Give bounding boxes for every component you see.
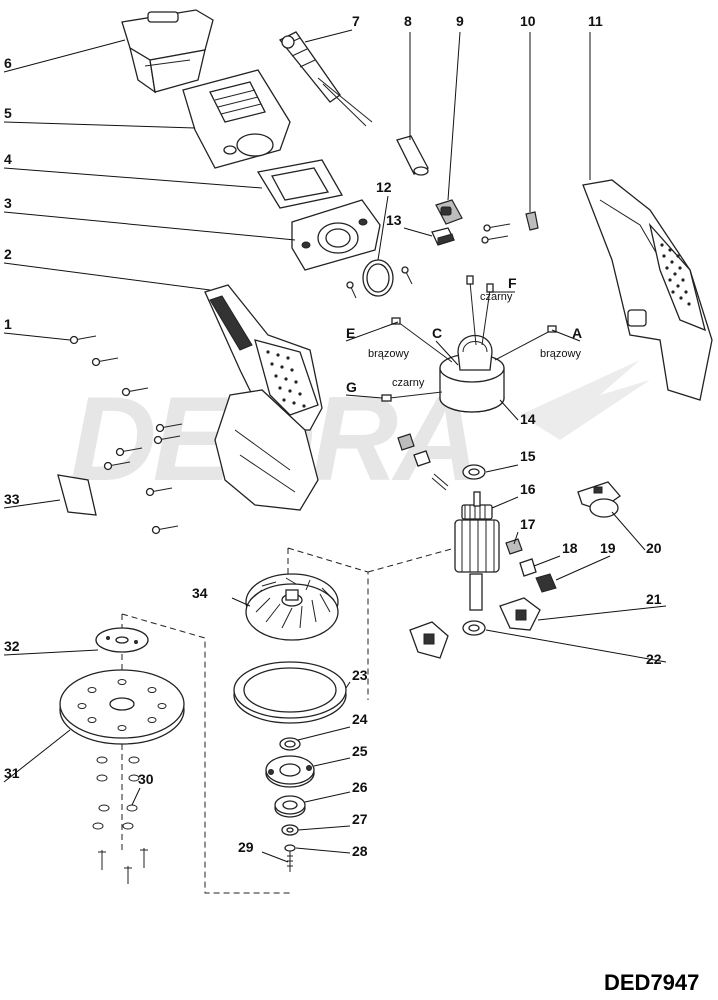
part-23-ring: [233, 661, 347, 724]
callout-10: 10: [520, 13, 536, 29]
part-32-pad-interface: [95, 627, 149, 653]
part-2-main-housing: [204, 284, 323, 511]
callout-18: 18: [562, 540, 578, 556]
wire-a-letter: A: [572, 325, 582, 341]
stator-wires: [381, 275, 557, 402]
leader-lines: [3, 29, 667, 863]
wire-e-letter: E: [346, 325, 355, 341]
callout-34: 34: [192, 585, 208, 601]
part-18-brush-cap: [519, 558, 537, 577]
part-24-washer: [279, 737, 301, 751]
assembly-guides: [121, 547, 456, 894]
callout-20: 20: [646, 540, 662, 556]
callout-6: 6: [4, 55, 12, 71]
part-11-handle-half: [582, 179, 713, 401]
callout-31: 31: [4, 765, 20, 781]
part-5-filter-housing: [182, 69, 291, 169]
part-20-end-cap: [577, 481, 621, 518]
part-10-clip: [525, 211, 539, 231]
wire-a-color: brązowy: [540, 348, 581, 360]
wire-f-letter: F: [508, 275, 517, 291]
callout-23: 23: [352, 667, 368, 683]
part-9-switch: [435, 199, 463, 225]
part-12-o-ring: [362, 259, 394, 297]
callout-24: 24: [352, 711, 368, 727]
callout-11: 11: [588, 13, 603, 29]
part-19-brush-holder: [535, 573, 557, 593]
part-26-bearing: [274, 795, 306, 818]
part-16-armature: [454, 491, 500, 611]
callout-26: 26: [352, 779, 368, 795]
screws-group-10: [346, 223, 511, 299]
part-34-fan: [245, 573, 339, 641]
wire-g-letter: G: [346, 379, 357, 395]
part-27-washer: [281, 824, 299, 836]
callout-22: 22: [646, 651, 662, 667]
watermark-swoosh: [520, 360, 650, 440]
part-3-adapter: [291, 199, 381, 271]
wire-g-color: czarny: [392, 377, 425, 389]
part-17-brush: [505, 538, 523, 555]
part-13-block: [431, 227, 455, 246]
brush-holders: [397, 433, 449, 491]
wire-f-color: czarny: [480, 291, 513, 303]
callout-30: 30: [138, 771, 154, 787]
part-33-label: [57, 474, 97, 516]
callout-5: 5: [4, 105, 12, 121]
part-28-29-screw: [284, 844, 296, 872]
bracket-left: [409, 621, 449, 659]
callout-2: 2: [4, 246, 12, 262]
part-14-stator: [439, 335, 505, 413]
callout-9: 9: [456, 13, 464, 29]
callout-27: 27: [352, 811, 368, 827]
callout-33: 33: [4, 491, 20, 507]
part-22-bearing: [462, 620, 486, 636]
callout-13: 13: [386, 212, 402, 228]
part-30-fixings: [92, 756, 148, 884]
part-1-screws: [69, 335, 183, 535]
callout-19: 19: [600, 540, 616, 556]
callout-1: 1: [4, 316, 12, 332]
callout-7: 7: [352, 13, 360, 29]
part-7-power-cable: [278, 31, 373, 127]
callout-4: 4: [4, 151, 12, 167]
callout-12: 12: [376, 179, 392, 195]
part-25-bearing-holder: [265, 755, 315, 788]
callout-28: 28: [352, 843, 368, 859]
callout-16: 16: [520, 481, 536, 497]
model-number: DED7947: [604, 970, 699, 995]
part-6-dust-box: [121, 9, 214, 94]
callout-29: 29: [238, 839, 254, 855]
callout-32: 32: [4, 638, 20, 654]
callout-15: 15: [520, 448, 536, 464]
wire-e-color: brązowy: [368, 348, 409, 360]
callout-25: 25: [352, 743, 368, 759]
callout-3: 3: [4, 195, 12, 211]
part-21-bracket: [499, 597, 541, 631]
callout-17: 17: [520, 516, 536, 532]
wire-c-letter: C: [432, 325, 442, 341]
callout-21: 21: [646, 591, 662, 607]
part-15-bearing: [462, 464, 486, 480]
part-31-sanding-pad: [59, 669, 185, 745]
part-4-filter: [256, 159, 344, 209]
callout-14: 14: [520, 411, 536, 427]
part-8-sleeve: [396, 135, 429, 176]
callout-8: 8: [404, 13, 412, 29]
